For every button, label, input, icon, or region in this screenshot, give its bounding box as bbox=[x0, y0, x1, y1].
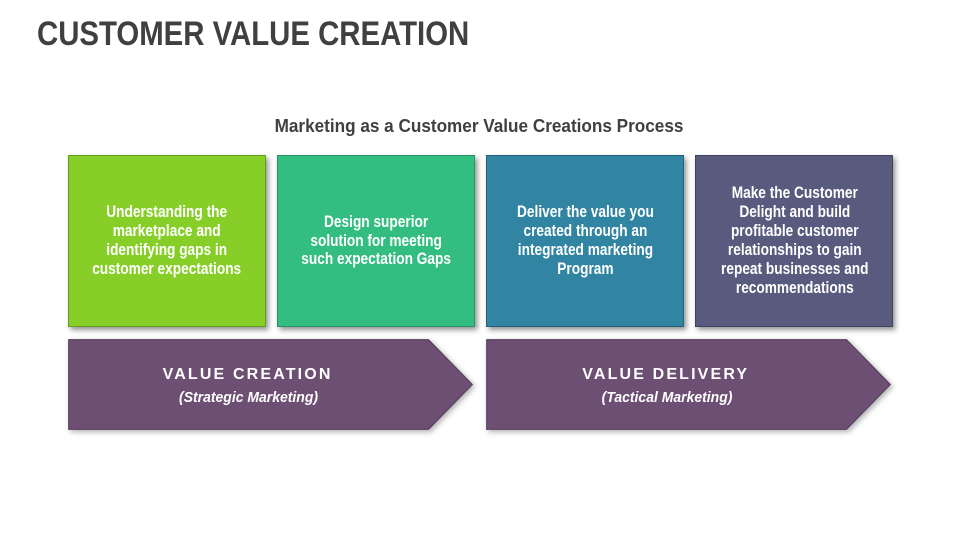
arrow-title: VALUE CREATION bbox=[162, 365, 333, 383]
step-box-text: Make the Customer Delight and build prof… bbox=[720, 184, 869, 297]
slide-title: CUSTOMER VALUE CREATION bbox=[37, 15, 470, 53]
right-arrow-shape bbox=[486, 338, 892, 430]
right-arrow-shape bbox=[68, 338, 474, 430]
step-box-text: Understanding the marketplace and identi… bbox=[92, 203, 242, 278]
value-creation-label: VALUE CREATION (Strategic Marketing) bbox=[68, 340, 429, 431]
step-box-deliver-value: Deliver the value you created through an… bbox=[486, 155, 685, 327]
arrow-title: VALUE DELIVERY bbox=[582, 365, 750, 383]
step-box-text: Deliver the value you created through an… bbox=[516, 203, 654, 278]
value-delivery-label: VALUE DELIVERY (Tactical Marketing) bbox=[486, 340, 847, 431]
step-box-design-solution: Design superior solution for meeting suc… bbox=[277, 155, 475, 327]
step-box-understand-marketplace: Understanding the marketplace and identi… bbox=[68, 155, 266, 327]
value-delivery-arrow: VALUE DELIVERY (Tactical Marketing) bbox=[486, 338, 892, 431]
diagram-caption: Marketing as a Customer Value Creations … bbox=[274, 115, 684, 136]
arrow-subtitle: (Tactical Marketing) bbox=[601, 388, 733, 406]
step-box-customer-delight: Make the Customer Delight and build prof… bbox=[695, 155, 894, 327]
arrow-subtitle: (Strategic Marketing) bbox=[179, 388, 318, 406]
value-creation-arrow: VALUE CREATION (Strategic Marketing) bbox=[68, 338, 474, 431]
step-box-text: Design superior solution for meeting suc… bbox=[301, 212, 451, 269]
